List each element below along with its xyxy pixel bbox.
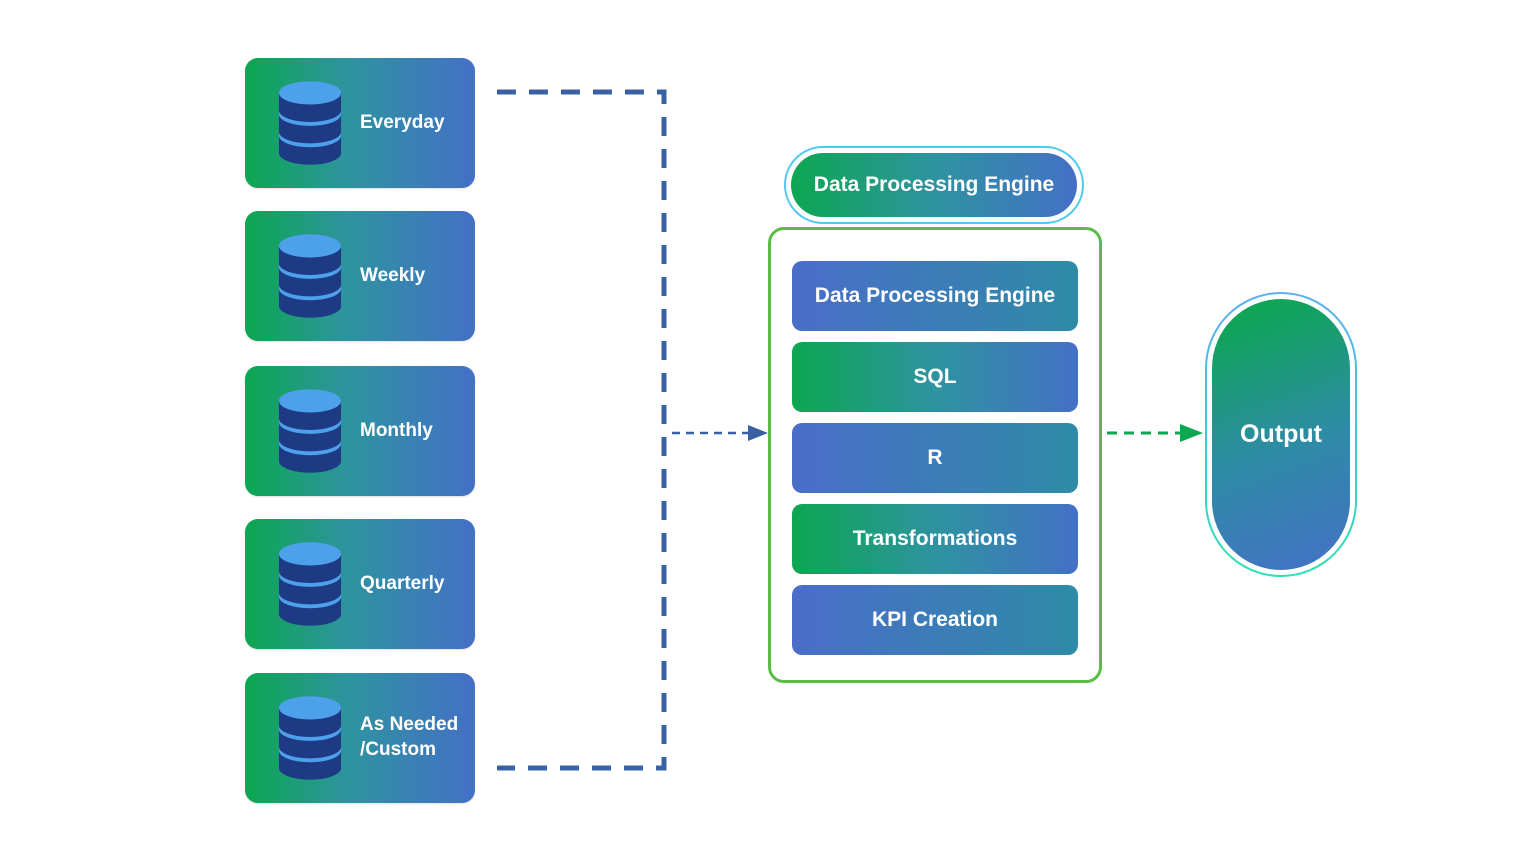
engine-item-data-processing-engine: Data Processing Engine [792,261,1078,331]
engine-item-kpi-creation: KPI Creation [792,585,1078,655]
source-box-monthly: Monthly [245,366,475,496]
source-box-everyday: Everyday [245,58,475,188]
engine-item-label: R [927,446,943,469]
source-bus-dashed-line [497,89,667,771]
database-icon [278,389,342,473]
output-node: Output [1212,299,1350,570]
engine-header-pill: Data Processing Engine [791,153,1077,217]
source-label: Everyday [360,111,445,133]
database-icon [278,542,342,626]
engine-header-ring: Data Processing Engine [784,146,1084,224]
source-box-quarterly: Quarterly [245,519,475,649]
engine-item-transformations: Transformations [792,504,1078,574]
database-icon [278,234,342,318]
engine-item-sql: SQL [792,342,1078,412]
database-icon [278,696,342,780]
database-icon [278,81,342,165]
engine-header-label: Data Processing Engine [813,173,1055,196]
source-label: Quarterly [360,572,445,594]
engine-input-arrowhead-icon [748,425,768,441]
engine-item-label: SQL [913,365,957,388]
source-label: Weekly [360,264,426,286]
output-label: Output [1240,420,1322,448]
source-box-weekly: Weekly [245,211,475,341]
engine-item-label: KPI Creation [871,608,999,631]
output-ring: Output [1205,292,1357,577]
source-box-as-needed-custom: As Needed /Custom [245,673,475,803]
source-label: As Needed /Custom [360,714,459,760]
engine-item-r: R [792,423,1078,493]
engine-item-label: Transformations [852,527,1018,550]
output-arrowhead-icon [1180,424,1203,442]
engine-item-label: Data Processing Engine [814,284,1056,307]
source-label: Monthly [360,419,433,441]
output-ring-gap: Output [1207,294,1355,575]
engine-container: Data Processing Engine SQL R Transformat… [768,227,1102,683]
